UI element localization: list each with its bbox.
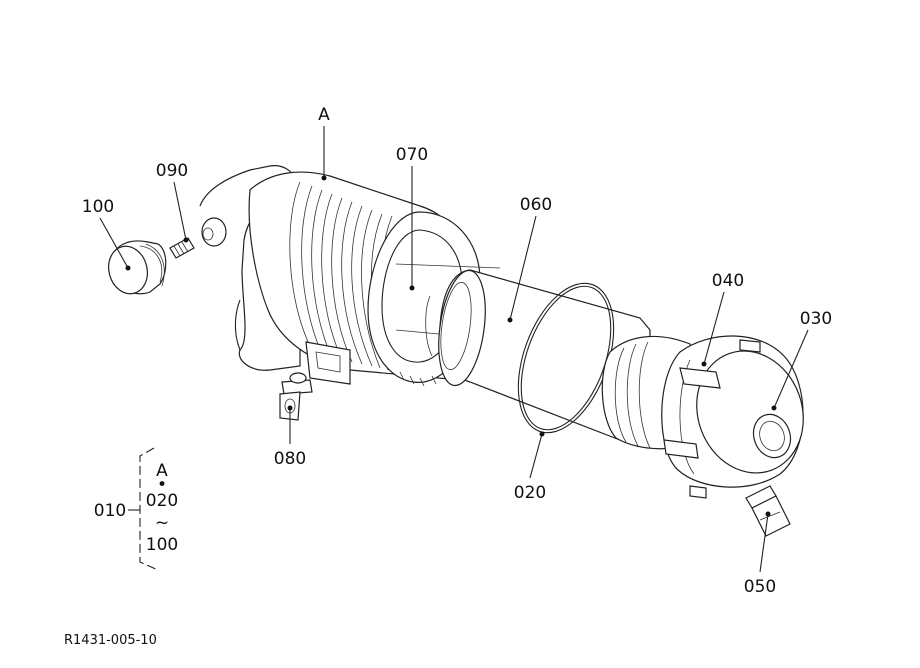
callout-080: 080	[274, 449, 306, 469]
callout-070: 070	[396, 145, 428, 165]
callout-060: 060	[520, 195, 552, 215]
callout-090: 090	[156, 161, 188, 181]
assembly-line-020: 020	[146, 491, 178, 511]
part-080-bracket	[279, 372, 313, 421]
assembly-line-100: 100	[146, 535, 178, 555]
callout-030: 030	[800, 309, 832, 329]
assembly-number: 010	[94, 501, 126, 521]
part-060-element	[425, 269, 651, 441]
part-030-cover	[661, 335, 804, 499]
assembly-note: 010 A • 020 ~ 100	[94, 447, 178, 571]
callout-050: 050	[744, 577, 776, 597]
part-050-valve	[745, 485, 791, 537]
callout-leaders	[99, 126, 809, 573]
callout-040: 040	[712, 271, 744, 291]
assembly-line-tilde: ~	[155, 513, 169, 533]
callout-a: A	[318, 105, 330, 125]
assembly-line-dot: •	[157, 475, 167, 495]
callout-100: 100	[82, 197, 114, 217]
figure-code: R1431-005-10	[64, 633, 157, 648]
callout-020: 020	[514, 483, 546, 503]
assembly-line-a: A	[156, 461, 168, 481]
part-090-fitting	[169, 237, 195, 259]
part-100-cap	[108, 240, 167, 295]
